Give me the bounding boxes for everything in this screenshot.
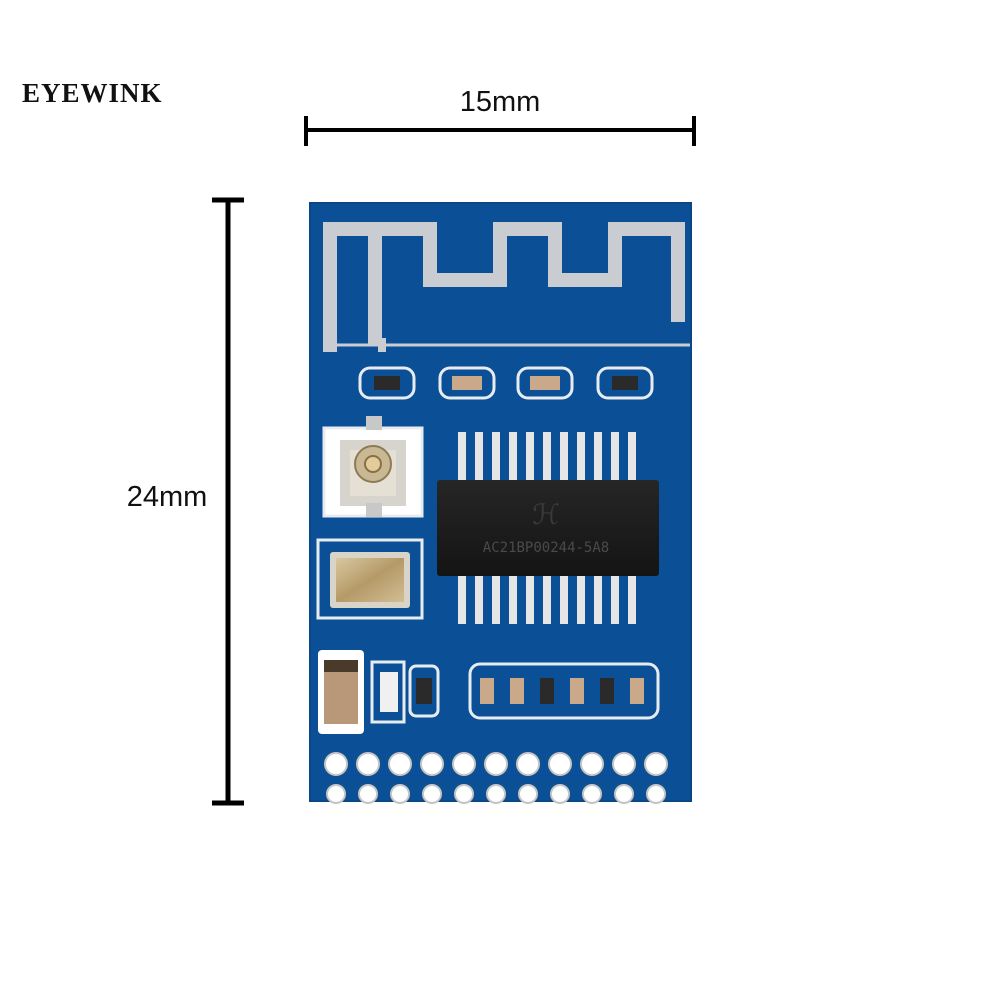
ic-pins-bottom — [458, 572, 636, 624]
top-passive-components — [358, 366, 654, 400]
antenna-trace — [323, 222, 690, 352]
height-dimension-label: 24mm — [126, 481, 208, 513]
height-dimension-bar — [212, 197, 244, 806]
small-resistor-left — [408, 664, 440, 718]
main-ic-chip: ℋ AC21BP00244-5A8 — [437, 480, 659, 576]
led-component — [370, 660, 406, 724]
bottom-passive-row — [468, 662, 660, 720]
ic-pins-top — [458, 432, 636, 482]
bluetooth-module-board: ℋ AC21BP00244-5A8 — [309, 202, 692, 804]
width-dimension-bar — [304, 116, 696, 146]
svg-text:ℋ: ℋ — [532, 498, 560, 531]
ipex-antenna-connector — [322, 416, 424, 518]
chip-marking-text: AC21BP00244-5A8 — [483, 540, 609, 556]
brand-logo: EYEWINK — [22, 78, 163, 108]
pin-header-holes — [324, 752, 668, 804]
width-dimension-label: 15mm — [459, 86, 541, 118]
crystal-oscillator — [316, 538, 424, 620]
tantalum-capacitor — [318, 650, 364, 734]
